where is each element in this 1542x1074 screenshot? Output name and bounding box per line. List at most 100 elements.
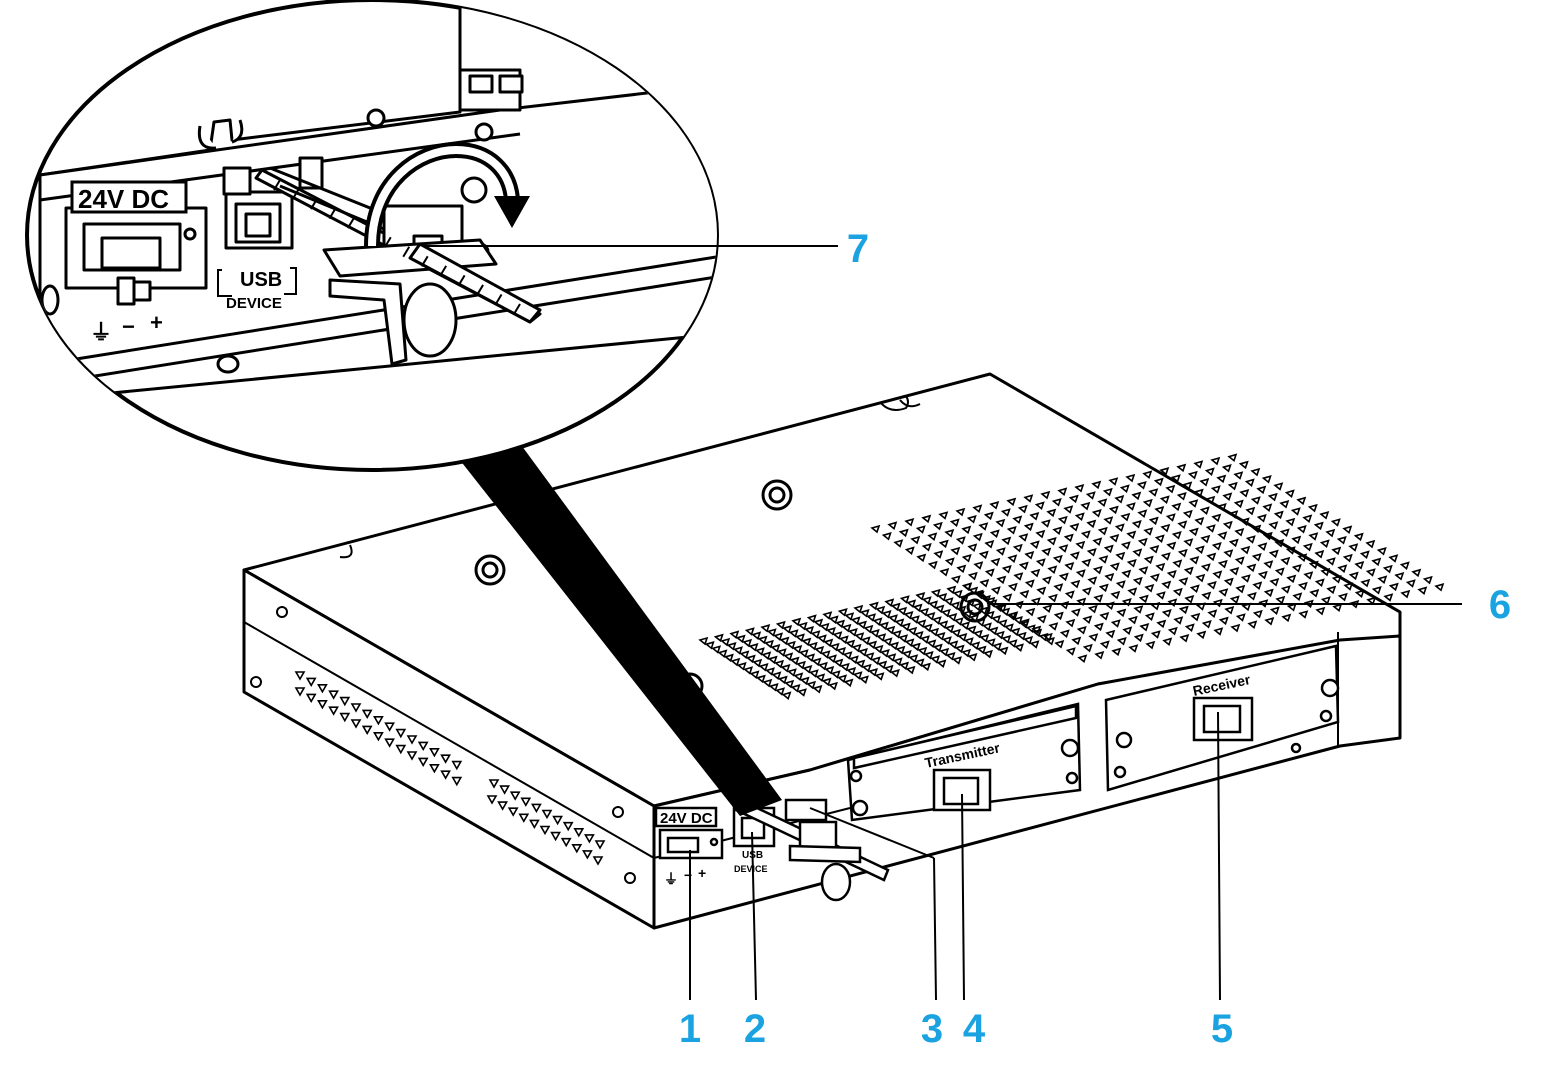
vent-slot [983, 511, 994, 521]
vent-slot [1183, 566, 1194, 576]
vent-slot [1229, 567, 1240, 576]
vent-slot [891, 630, 902, 639]
vent-slot [1211, 542, 1222, 551]
vent-slot [748, 643, 759, 652]
vent-slot [802, 665, 813, 674]
vent-slot [912, 603, 923, 613]
vent-slot [945, 652, 956, 661]
vent-slot [959, 594, 970, 603]
vent-slot [1210, 456, 1221, 466]
vent-slot [1023, 636, 1034, 645]
strap-tooth [402, 246, 411, 258]
strap-tooth [457, 274, 466, 286]
vent-slot [1154, 506, 1165, 515]
vent-slot [1144, 612, 1155, 621]
ground-symbol-icon: ⏚ [664, 871, 678, 887]
vent-slot [951, 656, 962, 665]
vent-slot [1136, 481, 1147, 490]
vent-slot [1025, 607, 1036, 617]
vent-slot [1382, 564, 1393, 574]
vent-slot [1024, 551, 1035, 560]
vent-slot [1383, 593, 1394, 602]
vent-slot [1337, 592, 1348, 602]
strap-tooth [476, 284, 484, 296]
vent-slot [1252, 581, 1263, 590]
vent-slot [1309, 589, 1320, 598]
vent-slot [1320, 596, 1331, 605]
vent-slot [770, 644, 781, 653]
vent-slot [866, 613, 877, 622]
vent-slot [1171, 531, 1182, 540]
vent-slot [1170, 474, 1181, 483]
side-vent-slot [520, 797, 532, 807]
vent-slot [1261, 475, 1272, 484]
vent-slot [1003, 623, 1014, 632]
vent-slot [1080, 501, 1091, 511]
vent-slot [944, 624, 955, 634]
vent-slot [881, 610, 892, 619]
side-vent-slot [339, 696, 351, 707]
vent-slot [1159, 495, 1170, 504]
vent-slot [1121, 569, 1132, 579]
vent-slot [811, 657, 822, 667]
vent-slot [1411, 568, 1422, 578]
vent-slot [1058, 572, 1069, 582]
vent-slot [1007, 639, 1018, 648]
side-vent-slot [499, 785, 510, 795]
side-vent-slot [451, 760, 463, 771]
side-vent-slot [488, 779, 500, 789]
vent-slot [1217, 531, 1228, 540]
vent-slot [861, 663, 872, 673]
vent-slot [859, 609, 870, 618]
vent-slot [1280, 556, 1291, 566]
strap-tooth [291, 189, 300, 201]
strap-tooth [494, 293, 503, 305]
vent-slot [1154, 534, 1165, 543]
vent-slot [979, 579, 990, 588]
vent-slot [1038, 632, 1049, 642]
vent-slot [920, 662, 931, 672]
vent-slot [1200, 563, 1211, 572]
vent-slot [905, 665, 916, 675]
vent-slot [928, 600, 939, 609]
vent-slot [1224, 606, 1235, 615]
vent-slot [1207, 609, 1218, 618]
vent-slot [881, 532, 892, 541]
vent-slot [1205, 495, 1216, 505]
vent-slot [807, 641, 818, 651]
vent-slot [1082, 643, 1093, 653]
pin-plus-label: + [698, 865, 706, 881]
vent-slot [990, 557, 1001, 567]
callout-1: 1 [679, 1007, 701, 1051]
vent-slot [1007, 582, 1018, 592]
vent-slot [930, 588, 941, 598]
vent-slot [967, 543, 978, 552]
receiver-module [1104, 644, 1340, 792]
vent-slot [1286, 574, 1297, 584]
vent-slot [1133, 605, 1144, 614]
callout-2: 2 [744, 1007, 766, 1051]
vent-slot [779, 636, 790, 646]
vent-slot [711, 645, 722, 654]
vent-slot [1222, 520, 1233, 530]
callout-numbers: 1 2 3 4 5 6 7 [679, 227, 1511, 1051]
vent-slot [978, 522, 989, 531]
vent-slot [1290, 507, 1301, 516]
vent-slot [819, 622, 830, 632]
vent-slot [1247, 620, 1258, 629]
vent-slot [1189, 556, 1200, 565]
vent-slot [767, 655, 778, 665]
vent-slot [1131, 520, 1142, 529]
side-vent-slot [486, 795, 498, 805]
vent-slot [1052, 526, 1063, 535]
vent-slot [906, 599, 917, 608]
vent-slot [1109, 562, 1120, 571]
vent-slot [970, 641, 981, 650]
vent-slot [1103, 516, 1114, 525]
vent-slot [877, 660, 888, 670]
vent-slot [1268, 549, 1279, 559]
vent-slot [1086, 548, 1097, 557]
vent-slot [894, 618, 905, 627]
vent-slot [821, 677, 832, 687]
vent-slot [1348, 571, 1359, 581]
